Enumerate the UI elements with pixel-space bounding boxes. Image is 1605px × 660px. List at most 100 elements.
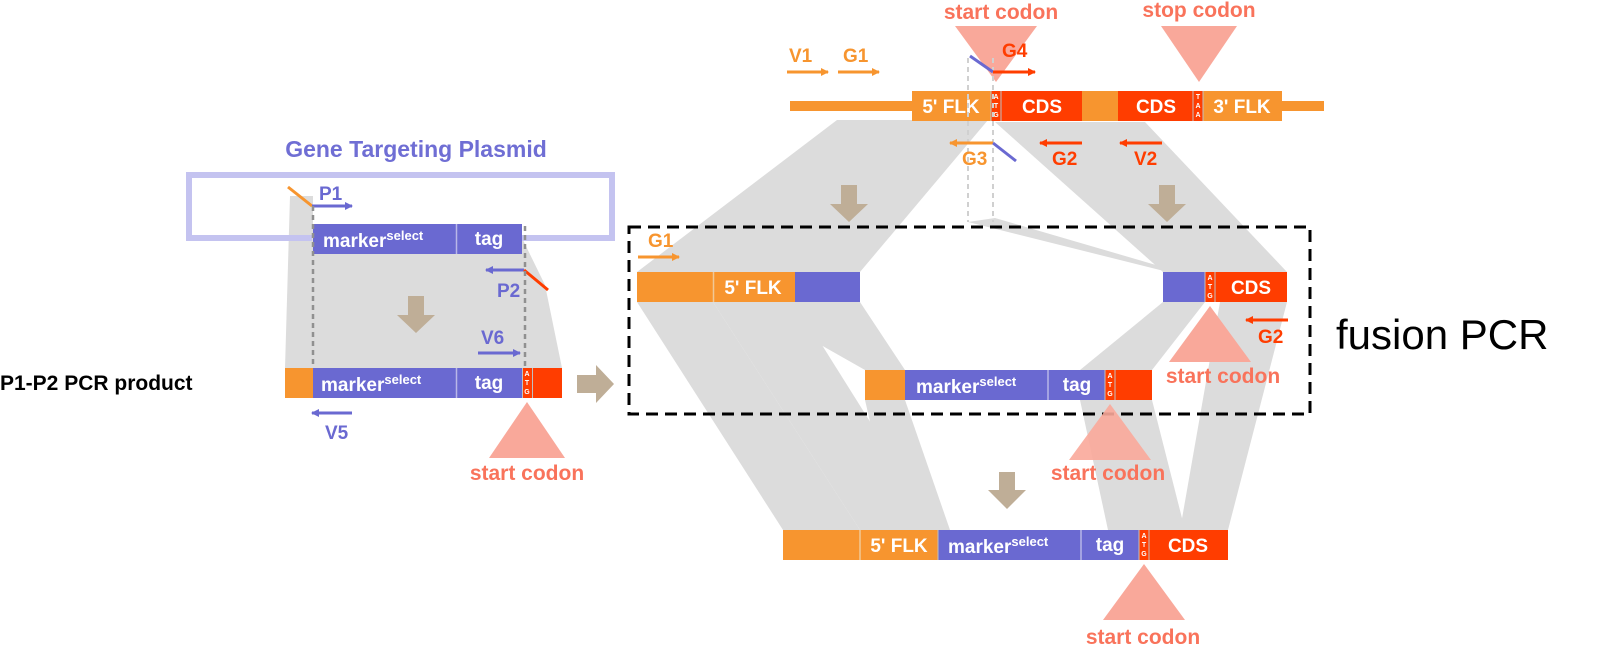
primer-G1-fusion-label: G1	[648, 231, 674, 252]
plasmid-title: Gene Targeting Plasmid	[285, 136, 547, 162]
final-orange-segment	[783, 530, 860, 560]
band-plasmid-left	[285, 196, 313, 368]
genomic-taa-a2: A	[1195, 112, 1200, 119]
plasmid-marker-segment	[313, 224, 456, 254]
pcr-atg-t: T	[525, 380, 530, 387]
band-frag1-flk-to-final	[713, 302, 938, 530]
pcr-marker-label: markerselect	[321, 372, 422, 396]
primer-G1-label: G1	[843, 46, 869, 67]
final-5flk-label: 5' FLK	[870, 536, 928, 557]
final-marker-segment	[938, 530, 1081, 560]
final-cds-segment	[1149, 530, 1228, 560]
genomic-5flk-segment	[912, 91, 991, 121]
final-atg-segment	[1139, 530, 1149, 560]
stop-codon-triangle	[1161, 26, 1237, 82]
genomic-taa-a1: A	[1195, 103, 1200, 110]
plasmid-tag-label: tag	[475, 229, 504, 250]
pcr-atg-g: G	[524, 389, 530, 396]
pcr-product-label: P1-P2 PCR product	[0, 372, 193, 395]
fusion-pcr-box: fusion PCR G1 5' FLK A T G CDS start cod…	[627, 225, 1548, 416]
pcr-product: P1-P2 PCR product markerselect tag A T G…	[0, 328, 584, 485]
frag2-start-codon-label: start codon	[1051, 462, 1165, 485]
frag2-cds-segment	[1115, 370, 1152, 400]
final-tag-segment	[1081, 530, 1139, 560]
genomic-right-line	[1282, 101, 1324, 111]
frag2-atg-t: T	[1108, 382, 1113, 389]
primer-P2-tail	[523, 268, 549, 292]
primer-V2-label: V2	[1134, 149, 1157, 170]
pcr-marker-segment	[313, 368, 456, 398]
band-frag1-orange-to-final	[637, 302, 860, 530]
plasmid-tag-segment	[457, 224, 522, 254]
fusion-pcr-dashed-border	[627, 225, 1312, 416]
plasmid-marker-label: markerselect	[323, 228, 424, 252]
fusion-pcr-label: fusion PCR	[1336, 311, 1548, 358]
pcr-atg-a: A	[524, 371, 529, 378]
genomic-3flk-segment	[1203, 91, 1282, 121]
frag1-flk-segment	[713, 272, 795, 302]
frag3-start-codon-label: start codon	[1166, 365, 1280, 388]
frag2-marker-segment	[905, 370, 1048, 400]
primer-G2-fusion-label: G2	[1258, 327, 1283, 348]
pcr-atg-segment	[522, 368, 532, 398]
frag2-tag-label: tag	[1063, 375, 1092, 396]
genomic-cds2-label: CDS	[1136, 97, 1176, 118]
genomic-locus: 5' FLK A T G CDS CDS T A A 3' FLK start …	[787, 0, 1324, 222]
band-frag3-to-final	[1180, 302, 1287, 530]
start-codon-triangle	[1169, 306, 1251, 362]
primer-G3-tail	[992, 141, 1017, 163]
genomic-left-line	[790, 101, 912, 111]
genomic-taa-t: T	[1196, 94, 1201, 101]
final-construct: 5' FLK markerselect tag A T G CDS start …	[783, 530, 1228, 649]
down-arrow-genomic-left	[830, 185, 868, 222]
final-tag-label: tag	[1096, 535, 1125, 556]
final-atg-t: T	[1142, 542, 1147, 549]
band-frag1-purple-to-frag2	[745, 302, 905, 370]
down-arrow-genomic-right	[1148, 185, 1186, 222]
genomic-atg-g: G	[993, 112, 999, 119]
frag3-atg-segment	[1205, 272, 1215, 302]
band-frag3-to-frag2	[1080, 302, 1205, 370]
genomic-cds2-segment	[1118, 91, 1193, 121]
primer-V5-label: V5	[325, 423, 349, 444]
frag2-atg-g: G	[1107, 391, 1113, 398]
band-plasmid-right	[522, 238, 562, 368]
genomic-stop-codon-label: stop codon	[1142, 0, 1255, 22]
pcr-tag-label: tag	[475, 373, 504, 394]
genomic-cds1-label: CDS	[1022, 97, 1062, 118]
genomic-intron-segment	[1082, 91, 1118, 121]
start-codon-triangle	[489, 402, 565, 458]
band-genomic-to-frag1	[637, 120, 988, 272]
frag3-atg-a: A	[1207, 275, 1212, 282]
genomic-5flk-label: 5' FLK	[922, 97, 980, 118]
primer-V1-label: V1	[789, 46, 813, 67]
frag1-orange-segment	[637, 272, 713, 302]
genomic-atg-segment	[991, 91, 1001, 121]
pcr-tag-segment	[457, 368, 522, 398]
plasmid-backbone-left	[186, 172, 615, 241]
frag1-purple-segment	[795, 272, 860, 302]
band-genomic-to-frag3	[995, 122, 1287, 272]
frag3-cds-label: CDS	[1231, 278, 1271, 299]
final-start-codon-label: start codon	[1086, 626, 1200, 649]
frag3-atg-t: T	[1208, 284, 1213, 291]
primer-V6-label: V6	[481, 328, 504, 349]
primer-G2-label: G2	[1052, 149, 1077, 170]
genomic-start-codon-label: start codon	[944, 1, 1058, 24]
start-codon-triangle	[1069, 404, 1151, 460]
start-codon-triangle	[955, 26, 1037, 82]
primer-G4-label: G4	[1002, 41, 1028, 62]
final-marker-label: markerselect	[948, 534, 1049, 558]
frag2-tag-segment	[1048, 370, 1105, 400]
genomic-3flk-label: 3' FLK	[1213, 97, 1271, 118]
right-arrow-to-fusion	[577, 365, 614, 403]
pcr-orange-segment	[285, 368, 313, 398]
down-arrow-plasmid	[397, 296, 435, 333]
genomic-atg-t: T	[994, 103, 999, 110]
final-atg-a: A	[1141, 533, 1146, 540]
down-arrow-final	[988, 472, 1026, 509]
frag3-atg-g: G	[1207, 293, 1213, 300]
primer-P1-tail	[287, 185, 313, 208]
start-codon-triangle	[1103, 564, 1185, 620]
